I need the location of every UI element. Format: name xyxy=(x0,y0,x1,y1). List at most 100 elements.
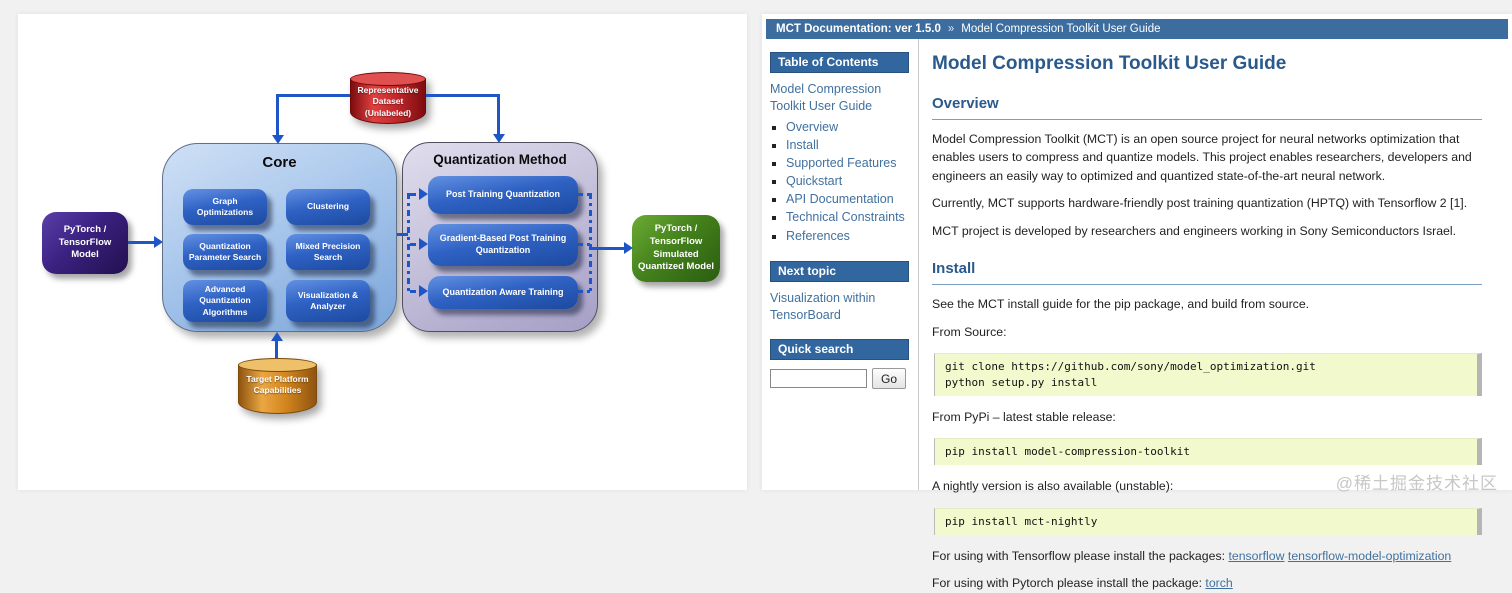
target-platform-label: Target Platform Capabilities xyxy=(246,374,309,396)
toc-item: Supported Features xyxy=(786,154,909,172)
section-heading-install: Install xyxy=(932,260,1482,286)
nightly-label: A nightly version is also available (uns… xyxy=(932,479,1174,494)
line-dataset-right xyxy=(426,94,500,97)
watermark: @稀土掘金技术社区 xyxy=(1335,474,1498,493)
toc-item: Quickstart xyxy=(786,172,909,190)
tensorflow-line-text: For using with Tensorflow please install… xyxy=(932,548,1226,563)
breadcrumb-current: Model Compression Toolkit User Guide xyxy=(961,23,1161,35)
cylinder-top xyxy=(350,72,426,86)
docs-panel: MCT Documentation: ver 1.5.0 » Model Compr… xyxy=(762,14,1512,590)
torch-link[interactable]: torch xyxy=(1205,576,1233,591)
dashdot-left-rail xyxy=(407,193,410,293)
toc-list: Overview Install Supported Features Quic… xyxy=(786,118,909,245)
search-go-button[interactable]: Go xyxy=(872,368,907,390)
method-box-quantization-aware-training: Quantization Aware Training xyxy=(428,276,578,309)
representative-dataset-label: Representative Dataset (Unlabeled) xyxy=(357,85,419,118)
input-model-label: PyTorch / TensorFlow Model xyxy=(58,223,112,261)
tensorflow-packages-line: For using with Tensorflow please install… xyxy=(932,547,1482,565)
cylinder-top xyxy=(238,358,317,372)
toc-link-technical-constraints[interactable]: Technical Constraints xyxy=(786,210,905,225)
docs-body: Table of Contents Model Compression Tool… xyxy=(762,39,1512,590)
dashdot-into-method-3 xyxy=(410,290,419,293)
core-box-graph-optimizations: Graph Optimizations xyxy=(183,189,267,225)
dashdot-into-method-1 xyxy=(410,193,419,196)
tensorflow-link[interactable]: tensorflow xyxy=(1228,548,1285,563)
page-title: Model Compression Toolkit User Guide xyxy=(932,53,1287,74)
toc-item: Overview xyxy=(786,118,909,136)
quantization-method-title: Quantization Method xyxy=(433,152,567,167)
overview-paragraph-2: Currently, MCT supports hardware-friendl… xyxy=(932,196,1468,211)
toc-heading: Table of Contents xyxy=(770,52,909,73)
method-box-post-training-quantization: Post Training Quantization xyxy=(428,176,578,214)
diagram-core-container: Core Graph Optimizations Clustering Quan… xyxy=(162,143,397,332)
arrowhead-icon xyxy=(624,242,633,254)
arrowhead-icon xyxy=(419,285,428,297)
code-block-git-clone: git clone https://github.com/sony/model_… xyxy=(934,353,1482,396)
target-platform-cylinder: Target Platform Capabilities xyxy=(238,358,317,414)
diagram-node-input-model: PyTorch / TensorFlow Model xyxy=(42,212,128,274)
line-dataset-to-qmethod xyxy=(497,94,500,134)
dashdot-out-method-2 xyxy=(577,243,590,246)
next-topic-link[interactable]: Visualization within TensorBoard xyxy=(770,290,876,322)
core-box-advanced-quantization-algorithms: Advanced Quantization Algorithms xyxy=(183,280,267,322)
core-box-visualization-analyzer: Visualization & Analyzer xyxy=(286,280,370,322)
toc-link-supported-features[interactable]: Supported Features xyxy=(786,156,897,170)
line-core-to-methods xyxy=(397,233,408,236)
line-dataset-to-core xyxy=(276,94,279,135)
arrow-to-output xyxy=(590,247,624,250)
arrowhead-icon xyxy=(419,238,428,250)
overview-paragraph-3: MCT project is developed by researchers … xyxy=(932,223,1457,238)
diagram-panel: PyTorch / TensorFlow Model Core Graph Op… xyxy=(18,14,747,490)
arrowhead-icon xyxy=(154,236,163,248)
output-model-label: PyTorch / TensorFlow Simulated Quantized… xyxy=(638,222,714,273)
next-topic-heading: Next topic xyxy=(770,260,909,282)
toc-root-link[interactable]: Model Compression Toolkit User Guide xyxy=(770,82,882,113)
toc-link-overview[interactable]: Overview xyxy=(786,119,839,134)
pytorch-package-line: For using with Pytorch please install th… xyxy=(932,574,1482,592)
toc-item: API Documentation xyxy=(786,190,909,208)
diagram-quantization-method-container: Quantization Method Post Training Quanti… xyxy=(402,142,598,332)
toc-link-references[interactable]: References xyxy=(786,228,850,243)
toc-link-quickstart[interactable]: Quickstart xyxy=(786,174,843,189)
quick-search-heading: Quick search xyxy=(770,339,909,361)
cylinder-body xyxy=(238,365,317,414)
toc-item: Install xyxy=(786,136,909,154)
code-block-mct-nightly: pip install mct-nightly xyxy=(934,507,1482,535)
search-input[interactable] xyxy=(770,369,867,389)
dashdot-into-method-2 xyxy=(410,243,419,246)
arrow-input-to-core xyxy=(128,241,154,244)
dashdot-out-method-3 xyxy=(577,290,590,293)
line-dataset-left xyxy=(276,94,350,97)
arrowhead-icon xyxy=(419,188,428,200)
from-source-label: From Source: xyxy=(932,324,1007,339)
core-title: Core xyxy=(262,154,297,171)
arrowhead-icon xyxy=(271,332,283,341)
install-intro: See the MCT install guide for the pip pa… xyxy=(932,297,1310,312)
quick-search-form: Go xyxy=(770,368,909,390)
arrowhead-icon xyxy=(272,135,284,144)
from-pypi-label: From PyPi – latest stable release: xyxy=(932,409,1116,424)
overview-paragraph-1: Model Compression Toolkit (MCT) is an op… xyxy=(932,132,1472,183)
doc-version-link[interactable]: MCT Documentation: ver 1.5.0 xyxy=(776,23,941,35)
method-box-gradient-based-ptq: Gradient-Based Post Training Quantizatio… xyxy=(428,224,578,266)
dashdot-right-rail xyxy=(589,193,592,293)
tensorflow-model-optimization-link[interactable]: tensorflow-model-optimization xyxy=(1287,548,1452,563)
breadcrumb-separator: » xyxy=(947,23,955,35)
code-block-pip-install: pip install model-compression-toolkit xyxy=(934,438,1482,466)
page: PyTorch / TensorFlow Model Core Graph Op… xyxy=(0,0,1512,510)
core-box-mixed-precision-search: Mixed Precision Search xyxy=(286,234,370,270)
diagram-node-output-model: PyTorch / TensorFlow Simulated Quantized… xyxy=(632,215,720,282)
toc-item: References xyxy=(786,227,909,245)
doc-header-bar: MCT Documentation: ver 1.5.0 » Model Compr… xyxy=(766,19,1508,39)
line-platform-to-core xyxy=(275,341,278,358)
pytorch-line-text: For using with Pytorch please install th… xyxy=(932,576,1202,591)
arrowhead-icon xyxy=(493,134,505,143)
toc-item: Technical Constraints xyxy=(786,208,909,226)
main-content: Model Compression Toolkit User Guide Ove… xyxy=(919,39,1512,590)
representative-dataset-cylinder: Representative Dataset (Unlabeled) xyxy=(350,72,426,124)
toc-link-api-documentation[interactable]: API Documentation xyxy=(786,192,894,207)
section-heading-overview: Overview xyxy=(932,95,1482,120)
toc-link-install[interactable]: Install xyxy=(786,137,819,152)
core-box-clustering: Clustering xyxy=(286,189,370,225)
dashdot-out-method-1 xyxy=(577,193,590,196)
